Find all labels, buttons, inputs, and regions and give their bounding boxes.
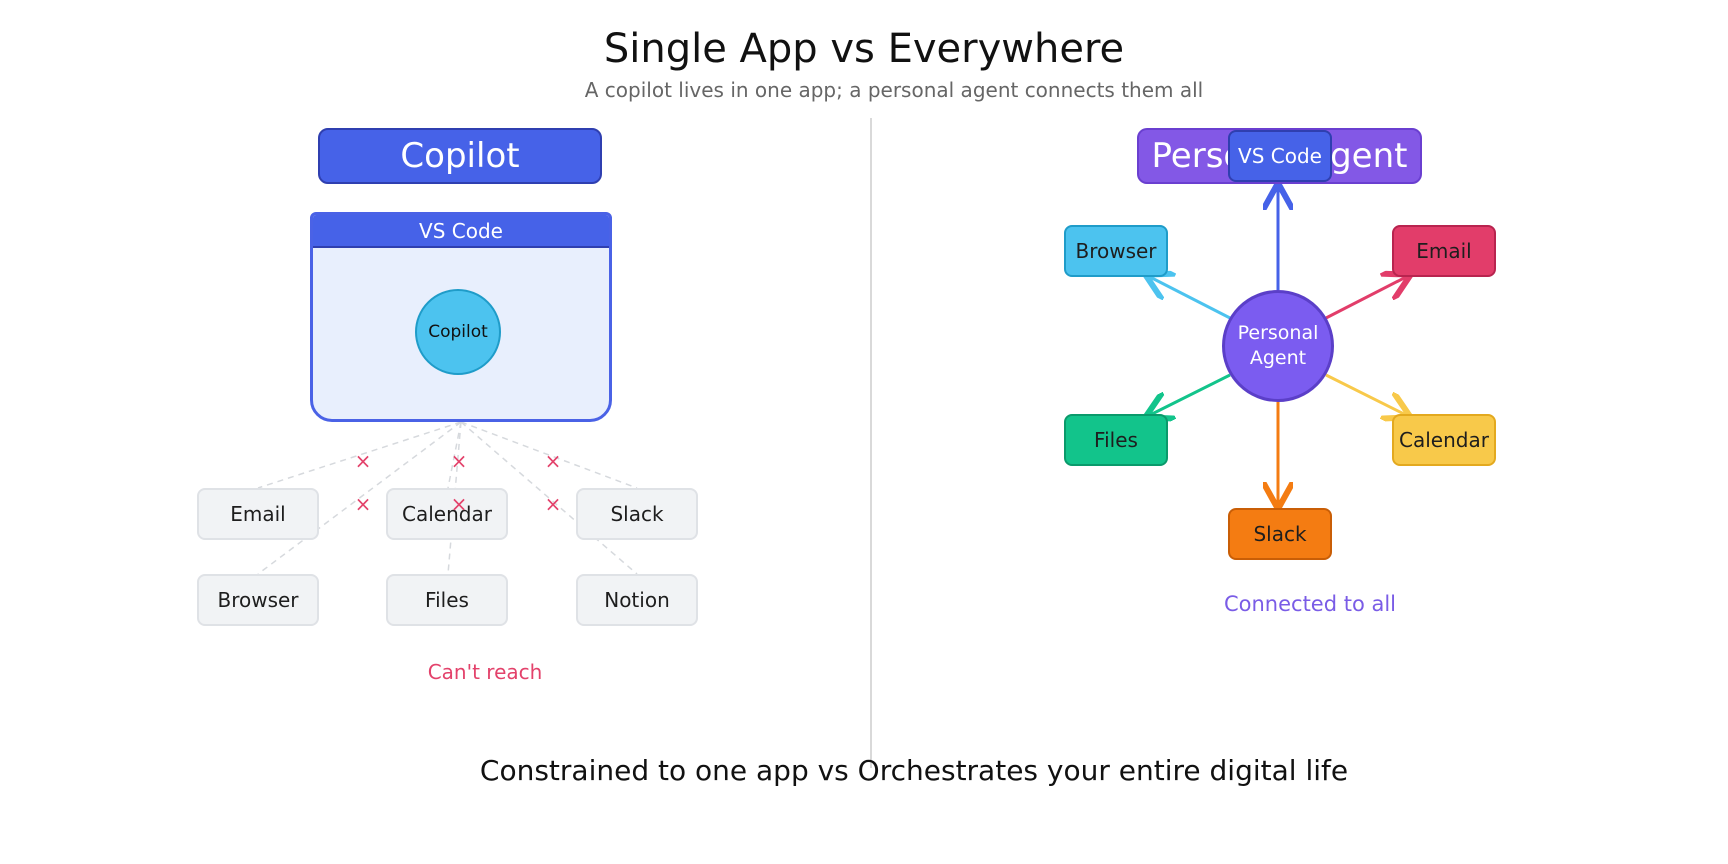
blocked-x-icon: × (450, 492, 468, 516)
node-calendar: Calendar (1392, 414, 1496, 466)
arrow-files (1148, 373, 1231, 416)
vscode-window-title: VS Code (313, 215, 609, 248)
diagram-title: Single App vs Everywhere (603, 26, 1125, 72)
copilot-node: Copilot (415, 289, 501, 375)
blocked-app-browser: Browser (197, 574, 319, 626)
blocked-app-slack: Slack (576, 488, 698, 540)
blocked-app-calendar: Calendar (386, 488, 508, 540)
blocked-app-email: Email (197, 488, 319, 540)
footer-caption: Constrained to one app vs Orchestrates y… (479, 754, 1349, 787)
copilot-banner: Copilot (318, 128, 602, 184)
blocked-lines (257, 421, 638, 575)
node-browser: Browser (1064, 225, 1168, 277)
node-slack: Slack (1228, 508, 1332, 560)
blocked-x-icon: × (544, 492, 562, 516)
node-vscode: VS Code (1228, 130, 1332, 182)
personal-agent-node: Personal Agent (1222, 290, 1334, 402)
arrow-email (1325, 276, 1408, 320)
cant-reach-caption: Can't reach (427, 660, 543, 684)
blocked-app-notion: Notion (576, 574, 698, 626)
node-files: Files (1064, 414, 1168, 466)
blocked-x-icon: × (544, 449, 562, 473)
arrow-calendar (1325, 373, 1408, 416)
blocked-x-icon: × (450, 449, 468, 473)
blocked-x-icon: × (354, 449, 372, 473)
blocked-x-icon: × (354, 492, 372, 516)
blocked-app-files: Files (386, 574, 508, 626)
arrow-browser (1148, 276, 1231, 320)
divider-line (870, 118, 872, 768)
diagram-subtitle: A copilot lives in one app; a personal a… (584, 78, 1204, 102)
node-email: Email (1392, 225, 1496, 277)
connected-caption: Connected to all (1223, 592, 1397, 616)
